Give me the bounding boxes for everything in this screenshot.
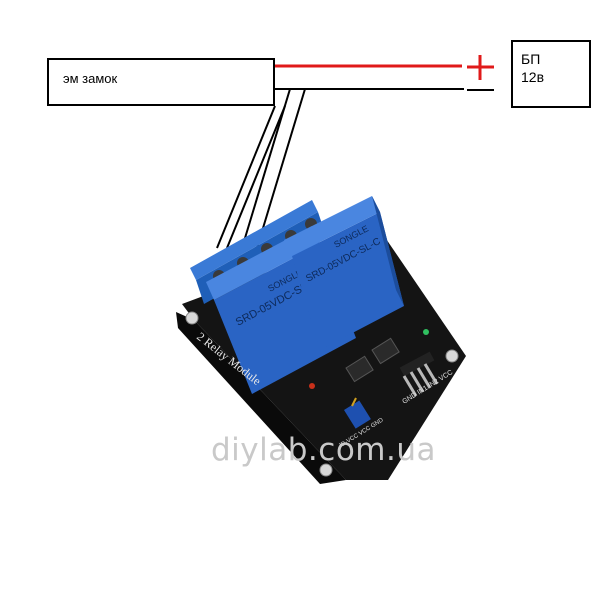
psu-label-line2: 12в <box>521 69 545 85</box>
optocoupler <box>371 337 400 365</box>
wire-to-lock-return <box>226 105 286 249</box>
jumper <box>344 397 371 429</box>
psu-label-line1: БП <box>521 51 541 67</box>
pin-header <box>399 351 439 397</box>
wire-to-relay-1-return <box>256 88 306 249</box>
relay-2: SRD-05VDC-SL-C SONGLE <box>284 196 404 350</box>
lock-label: эм замок <box>63 71 118 86</box>
psu-label: БП 12в <box>521 50 544 86</box>
status-led <box>423 329 429 335</box>
watermark: diylab.com.ua <box>211 432 436 468</box>
plus-terminal <box>467 55 494 80</box>
power-supply: БП 12в <box>511 40 591 108</box>
mounting-hole <box>319 463 333 477</box>
status-led <box>309 383 315 389</box>
wire-to-lock <box>216 105 276 249</box>
optocoupler <box>345 355 374 383</box>
mounting-hole <box>445 349 459 363</box>
relay-module: SRD-05VDC-SL-C SONGLE SRD-05VDC-SL-C SON… <box>176 196 466 484</box>
mounting-hole <box>185 311 199 325</box>
pcb-edge <box>176 312 346 484</box>
electromagnetic-lock: эм замок <box>47 58 275 106</box>
